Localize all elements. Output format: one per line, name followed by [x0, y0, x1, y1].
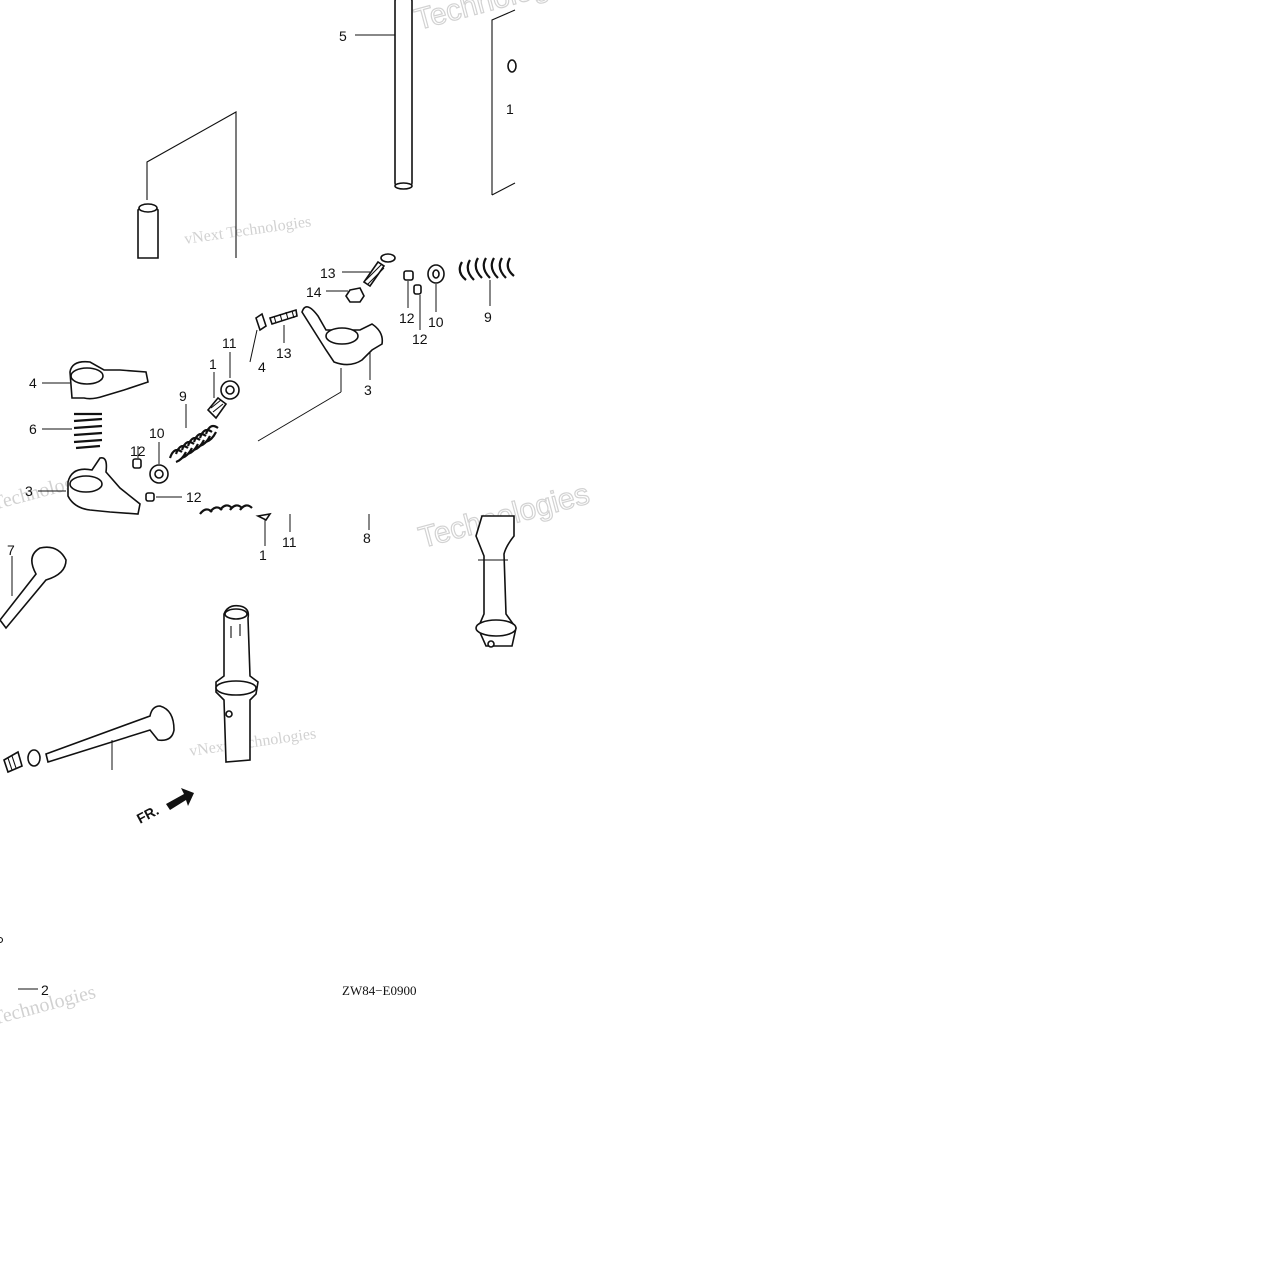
callout-7: 7	[7, 542, 15, 558]
front-direction-label: FR.	[134, 802, 161, 827]
seal-11-mid	[220, 352, 240, 400]
rocker-arm-left	[42, 360, 149, 400]
diagram-code: ZW84−E0900	[342, 983, 416, 998]
spring-6	[42, 412, 103, 450]
callout-labels: 5 1 13 14 12 10 9 12 13 11 1 4 3 4 9 6 1…	[7, 28, 514, 998]
callout-2: 2	[41, 982, 49, 998]
retainer-mid	[149, 442, 169, 484]
callout-12-mid-b: 12	[186, 489, 202, 505]
watermark-upper: vNext Technologies	[183, 213, 312, 248]
callout-12-top-b: 12	[412, 331, 428, 347]
valve-spring-mid	[168, 404, 219, 464]
guide-tube-top	[137, 111, 237, 259]
callout-11-lower: 11	[282, 534, 297, 550]
callout-12-mid-a: 12	[130, 443, 146, 459]
valve-spring-top	[458, 257, 515, 306]
watermark-bottom-left: Technologies	[0, 981, 98, 1030]
callout-14: 14	[306, 284, 322, 300]
callout-13-top: 13	[320, 265, 336, 281]
rocker-arm-upper	[257, 306, 384, 442]
watermark-top: Technologies	[411, 0, 589, 37]
adjuster-screw-13-mid	[268, 308, 298, 343]
front-arrow-icon	[166, 788, 194, 810]
callout-1-mid: 1	[209, 356, 217, 372]
cotter-top	[403, 270, 422, 330]
adjuster-screw-13-top	[342, 253, 396, 288]
valve-guide-lower	[215, 604, 259, 763]
callout-9-mid: 9	[179, 388, 187, 404]
retainer-top	[427, 264, 445, 312]
callout-10-mid: 10	[149, 425, 165, 441]
callout-11-mid: 11	[222, 335, 237, 351]
callout-1-lower: 1	[259, 547, 267, 563]
valve-guide-right	[475, 515, 517, 648]
callout-3-upper: 3	[364, 382, 372, 398]
callout-13-mid: 13	[276, 345, 292, 361]
callout-6: 6	[29, 421, 37, 437]
push-rod	[355, 0, 413, 190]
callout-3-lower: 3	[25, 483, 33, 499]
callout-4-left: 4	[29, 375, 37, 391]
seal-1-mid	[206, 372, 228, 420]
bracket-fragment	[491, 9, 517, 196]
callout-12-top-a: 12	[399, 310, 415, 326]
callout-10-top: 10	[428, 314, 444, 330]
callout-1-top-right: 1	[506, 101, 514, 117]
callout-9-top: 9	[484, 309, 492, 325]
callout-4-mid: 4	[258, 359, 266, 375]
callout-5: 5	[339, 28, 347, 44]
bottom-left-fragment	[0, 936, 38, 990]
front-direction-indicator: FR.	[134, 788, 194, 827]
valve-7	[0, 546, 67, 630]
cotter-mid	[132, 446, 182, 502]
callout-8: 8	[363, 530, 371, 546]
valve-lower	[3, 705, 175, 774]
lower-spring-fragment	[199, 504, 370, 546]
rocker-arm-lower	[38, 456, 141, 515]
lock-nut	[326, 287, 365, 303]
watermark-lower: vNext Technologies	[188, 725, 317, 760]
watermark-layer: Technologies Technologies vNext Technolo…	[0, 0, 594, 1030]
pivot-4-mid	[249, 312, 267, 363]
